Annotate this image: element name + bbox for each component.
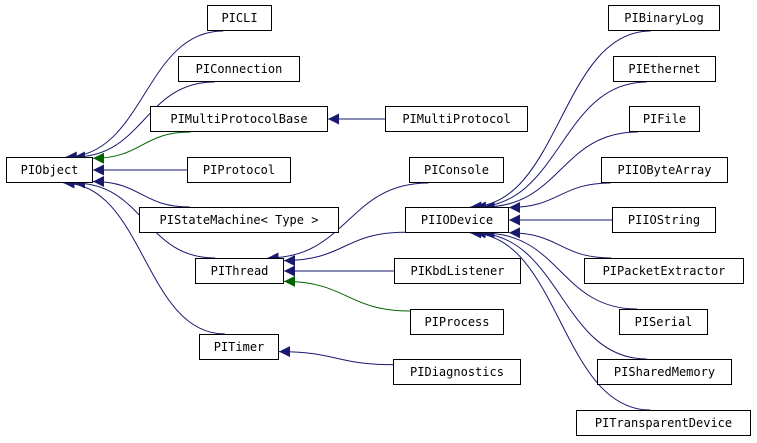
edge-pi-timer-to-pi-object xyxy=(63,177,226,335)
class-node-pi-diagnostics[interactable]: PIDiagnostics xyxy=(393,359,521,385)
edge-pi-packet-extractor-to-piio-device xyxy=(508,227,612,259)
class-node-pi-shared-memory[interactable]: PISharedMemory xyxy=(597,359,732,385)
class-node-pi-thread[interactable]: PIThread xyxy=(195,258,284,284)
class-node-pi-connection[interactable]: PIConnection xyxy=(178,56,300,82)
class-node-pi-console[interactable]: PIConsole xyxy=(409,157,504,183)
class-node-pi-binary-log[interactable]: PIBinaryLog xyxy=(608,5,720,31)
class-node-pi-ethernet[interactable]: PIEthernet xyxy=(613,56,716,82)
edge-pi-shared-memory-to-piio-device xyxy=(474,227,647,360)
edge-piio-device-to-pi-thread xyxy=(283,231,406,267)
class-node-piio-device[interactable]: PIIODevice xyxy=(405,207,509,233)
edge-pi-binary-log-to-piio-device xyxy=(470,30,651,213)
class-node-pi-file[interactable]: PIFile xyxy=(629,106,700,132)
class-node-pi-multi-protocol[interactable]: PIMultiProtocol xyxy=(385,106,528,132)
class-node-piio-byte-array[interactable]: PIIOByteArray xyxy=(601,157,728,183)
class-node-pi-protocol[interactable]: PIProtocol xyxy=(187,157,291,183)
class-node-pi-transparent-device[interactable]: PITransparentDevice xyxy=(576,410,751,436)
edge-picli-to-pi-object xyxy=(65,30,224,163)
edge-pi-serial-to-piio-device xyxy=(483,227,638,310)
edge-pi-multi-protocol-base-to-pi-object xyxy=(92,131,191,164)
class-node-pi-process[interactable]: PIProcess xyxy=(410,309,504,335)
edge-pi-console-to-pi-thread xyxy=(267,182,429,264)
class-node-pi-packet-extractor[interactable]: PIPacketExtractor xyxy=(584,258,744,284)
class-node-pi-object[interactable]: PIObject xyxy=(6,157,93,183)
edge-pi-state-machine-to-pi-object xyxy=(92,175,190,208)
class-node-pi-timer[interactable]: PITimer xyxy=(199,334,279,360)
class-node-pi-serial[interactable]: PISerial xyxy=(619,309,708,335)
class-node-pi-multi-protocol-base[interactable]: PIMultiProtocolBase xyxy=(150,106,328,132)
class-node-pi-kbd-listener[interactable]: PIKbdListener xyxy=(394,258,521,284)
class-node-piio-string[interactable]: PIIOString xyxy=(612,207,716,233)
edge-pi-ethernet-to-piio-device xyxy=(474,81,647,213)
class-node-pi-state-machine[interactable]: PIStateMachine< Type > xyxy=(139,207,339,233)
class-node-picli[interactable]: PICLI xyxy=(207,5,272,31)
edge-pi-transparent-device-to-piio-device xyxy=(470,227,651,411)
edge-piio-byte-array-to-piio-device xyxy=(508,182,611,213)
edge-pi-diagnostics-to-pi-timer xyxy=(278,346,394,366)
edge-pi-process-to-pi-thread xyxy=(283,275,411,312)
